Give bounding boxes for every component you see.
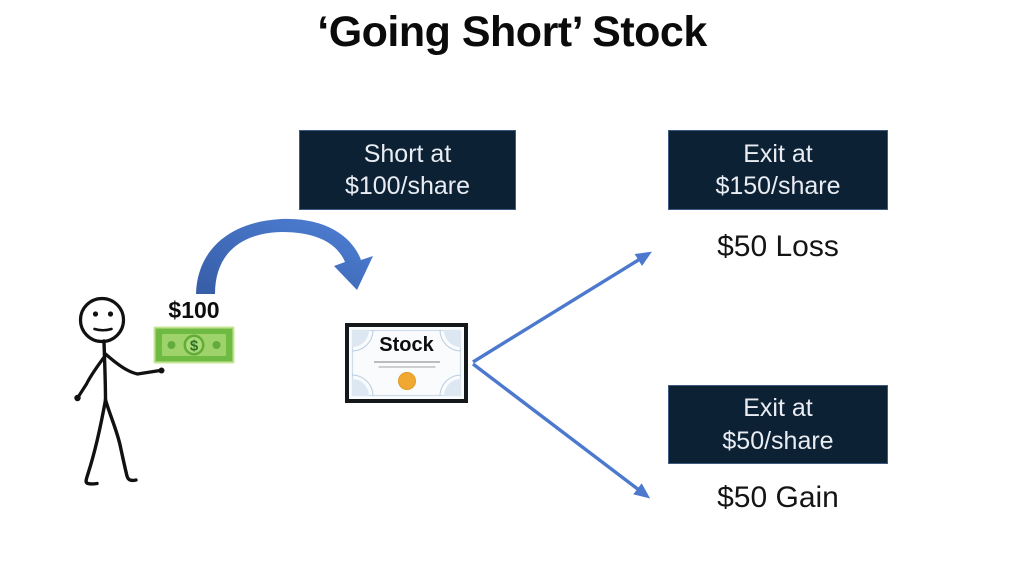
curved-arrow-icon xyxy=(196,218,373,294)
branch-arrows xyxy=(471,251,652,499)
short-entry-line2: $100/share xyxy=(344,172,471,200)
arrow-to-loss-icon xyxy=(472,251,652,364)
certificate-text-line xyxy=(373,361,440,363)
certificate-border-decoration xyxy=(351,329,462,397)
exit-loss-line2: $150/share xyxy=(715,172,841,200)
certificate-title: Stock xyxy=(379,334,434,356)
short-entry-box: Short at $100/share xyxy=(299,130,516,210)
stick-figure-icon xyxy=(74,296,165,486)
dollar-sign-icon: $ xyxy=(190,338,199,355)
money-bill-icon: $ xyxy=(153,326,235,364)
money-amount-label: $100 xyxy=(168,297,220,323)
exit-gain-line1: Exit at xyxy=(743,394,813,422)
certificate-seal-icon xyxy=(397,372,416,390)
exit-loss-line1: Exit at xyxy=(743,139,813,168)
stock-certificate: Stock xyxy=(345,323,468,403)
arrow-to-gain-icon xyxy=(471,362,651,499)
page-title: ‘Going Short’ Stock xyxy=(317,8,707,56)
gain-result-label: $50 Gain xyxy=(717,481,839,514)
exit-gain-box: Exit at $50/share xyxy=(668,385,888,464)
loss-result-label: $50 Loss xyxy=(717,230,839,263)
short-entry-line1: Short at xyxy=(363,139,452,168)
certificate-text-line xyxy=(378,366,435,368)
exit-gain-line2: $50/share xyxy=(722,426,834,455)
exit-loss-box: Exit at $150/share xyxy=(668,130,888,210)
